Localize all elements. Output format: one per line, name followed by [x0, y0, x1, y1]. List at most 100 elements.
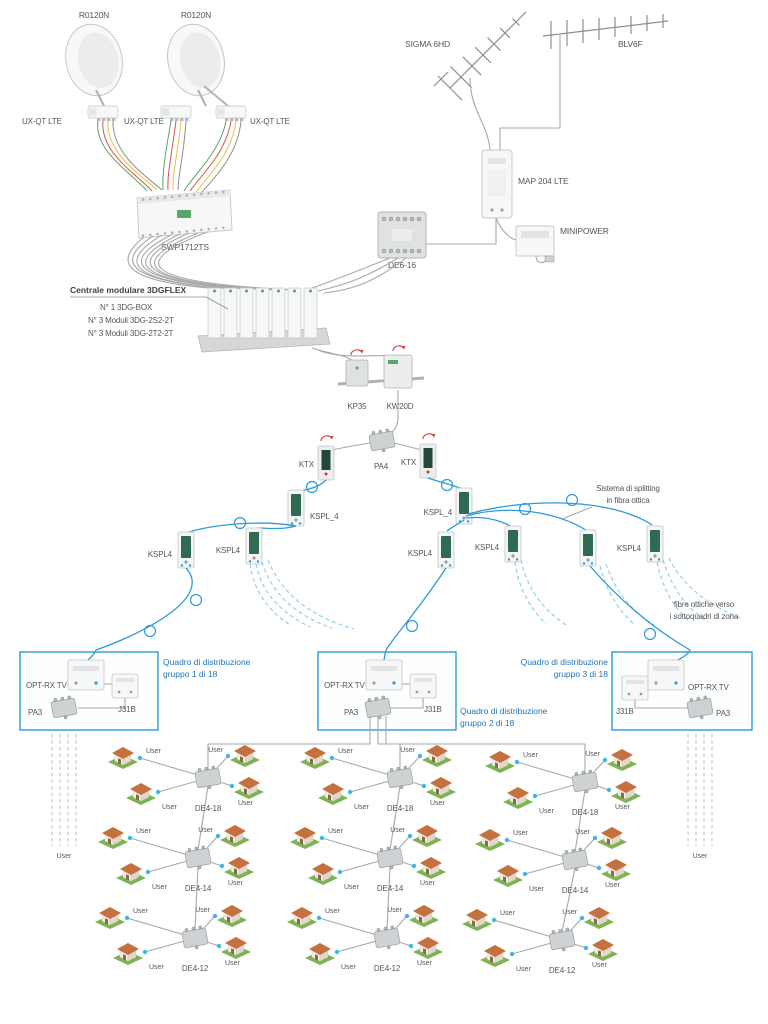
device-pa4: [367, 427, 397, 455]
splitting-note-line2: in fibra ottica: [606, 496, 650, 505]
house-cluster: DE4-18: [485, 749, 641, 817]
tap-label: DE4-12: [374, 964, 401, 973]
user-label: User: [57, 853, 72, 860]
uhf-antenna: [433, 11, 527, 101]
ktx1-arrow: [320, 435, 335, 442]
kspl4-label-3: KSPL4: [408, 549, 433, 558]
fiber-loop: [440, 478, 454, 492]
ktx2-label: KTX: [401, 458, 417, 467]
kspl-a-label: KSPL_4: [310, 512, 339, 521]
kp35-label: KP35: [348, 402, 368, 411]
house-cluster: DE4-12: [462, 907, 618, 975]
uhf-downlead: [469, 77, 491, 151]
house-cluster: DE4-18: [300, 745, 456, 813]
lnb2-label: UX-QT LTE: [124, 117, 164, 126]
satellite-section: R0120N R0120N UX-QT LTE UX-QT LTE UX-QT …: [22, 10, 301, 291]
splitter-de6-label: DE6-16: [388, 260, 416, 270]
device-kspl4-a: [287, 489, 305, 527]
device-kw20d: [383, 354, 413, 389]
vhf-antenna-label: BLV6F: [618, 39, 643, 49]
fiber-loop: [305, 480, 319, 494]
vhf-downlead: [499, 35, 561, 150]
box2-pa3-label: PA3: [344, 708, 359, 717]
splitter-de6-16: [377, 211, 427, 259]
tap-label: DE4-14: [377, 884, 404, 893]
satellite-dish-2: [160, 17, 232, 107]
ktx1-label: KTX: [299, 460, 315, 469]
multiswitch-swp1712ts: [136, 189, 233, 239]
box3-optrx-device: [647, 659, 685, 691]
box3-caption-line1: Quadro di distribuzione: [521, 657, 609, 667]
psu-minipower: [495, 217, 555, 264]
lnb1-label: UX-QT LTE: [22, 117, 62, 126]
clusters-section: DE4-18 DE4-14 DE4-12 DE4-18 DE4-14 DE4-1…: [95, 716, 641, 975]
box2-caption-line2: gruppo 2 di 18: [460, 718, 515, 728]
central-to-kw20d-cable: [317, 349, 395, 357]
kspl4-label-2: KSPL4: [216, 546, 241, 555]
multiswitch-label: SWP1712TS: [161, 242, 209, 252]
tap-label: DE4-18: [195, 804, 222, 813]
central-headend-section: Centrale modulare 3DGFLEX N° 1 3DG-BOX N…: [70, 285, 331, 353]
dish2-label: R0120N: [181, 10, 211, 20]
kw20d-label: KW20D: [387, 402, 414, 411]
user-label: User: [693, 853, 708, 860]
box3-pa3-label: PA3: [716, 709, 731, 718]
box2-optrx-device: [365, 659, 403, 691]
dish2-second-arm: [203, 85, 229, 107]
house-cluster: DE4-12: [95, 905, 251, 973]
box2-caption-line1: Quadro di distribuzione: [460, 706, 548, 716]
box2-j31b-label: J31B: [424, 705, 442, 714]
pa4-label: PA4: [374, 462, 389, 471]
house-cluster: DE4-12: [287, 905, 443, 973]
de6-to-central-cables: [311, 257, 407, 294]
vhf-antenna: [542, 14, 669, 49]
pa4-to-ktx2-cable: [393, 442, 423, 451]
device-kp35: [345, 359, 369, 387]
fibers-to-boxes: [95, 565, 691, 651]
device-kspl4-extra: [579, 529, 597, 567]
box3-optrx-label: OPT-RX TV: [688, 683, 730, 692]
spare-fibers-left: [249, 559, 355, 630]
lnb-2: [160, 105, 192, 122]
tap-label: DE4-12: [549, 966, 576, 975]
central-unit-3dgflex: [197, 287, 331, 353]
house-cluster: DE4-18: [108, 745, 264, 813]
lnb-3: [215, 105, 247, 122]
box1-spare-outputs: [51, 734, 77, 846]
device-ktx-2: [419, 443, 437, 479]
device-kspl4-4: [504, 525, 522, 563]
central-title: Centrale modulare 3DGFLEX: [70, 285, 187, 295]
trunk-lines: [194, 716, 586, 933]
amplifier-label: MAP 204 LTE: [518, 176, 569, 186]
kp35-arrow: [350, 349, 365, 356]
splitting-note-pointer: [561, 506, 593, 520]
house-cluster: DE4-14: [475, 827, 631, 895]
box3-spare-outputs: [687, 734, 713, 846]
kspl4-label-5: KSPL4: [617, 544, 642, 553]
central-title-underline: [70, 296, 229, 310]
dish1-label: R0120N: [79, 10, 109, 20]
amp-to-de6-cable: [426, 218, 497, 245]
box1-j31b-label: J31B: [118, 705, 136, 714]
central-line3: N° 3 Moduli 3DG-2T2-2T: [88, 329, 174, 338]
house-cluster: DE4-14: [98, 825, 254, 893]
box2-optrx-label: OPT-RX TV: [324, 681, 366, 690]
optical-section: KP35 KW20D PA4 KTX KTX KSPL_4 KSPL_4 KSP…: [95, 345, 741, 651]
device-kspl4-5: [646, 525, 664, 563]
box3-j31b-label: J31B: [616, 707, 634, 716]
box2-j31b-device: [409, 673, 437, 699]
device-kspl4-2: [245, 527, 263, 565]
box1-optrx-label: OPT-RX TV: [26, 681, 68, 690]
uhf-antenna-label: SIGMA 6HD: [405, 39, 450, 49]
device-ktx-1: [317, 445, 335, 481]
distribution-box-2: OPT-RX TV J31B PA3: [317, 649, 457, 731]
kw20d-to-pa4-cable: [387, 390, 399, 437]
multiswitch-output-bundle: [127, 231, 301, 291]
box1-caption-line2: gruppo 1 di 18: [163, 669, 218, 679]
kw20d-arrow: [392, 345, 407, 352]
terrestrial-section: SIGMA 6HD BLV6F MAP 204 LTE MINIPOWER: [311, 11, 669, 294]
lnb-1: [87, 105, 119, 122]
kspl4-label-1: KSPL4: [148, 550, 173, 559]
